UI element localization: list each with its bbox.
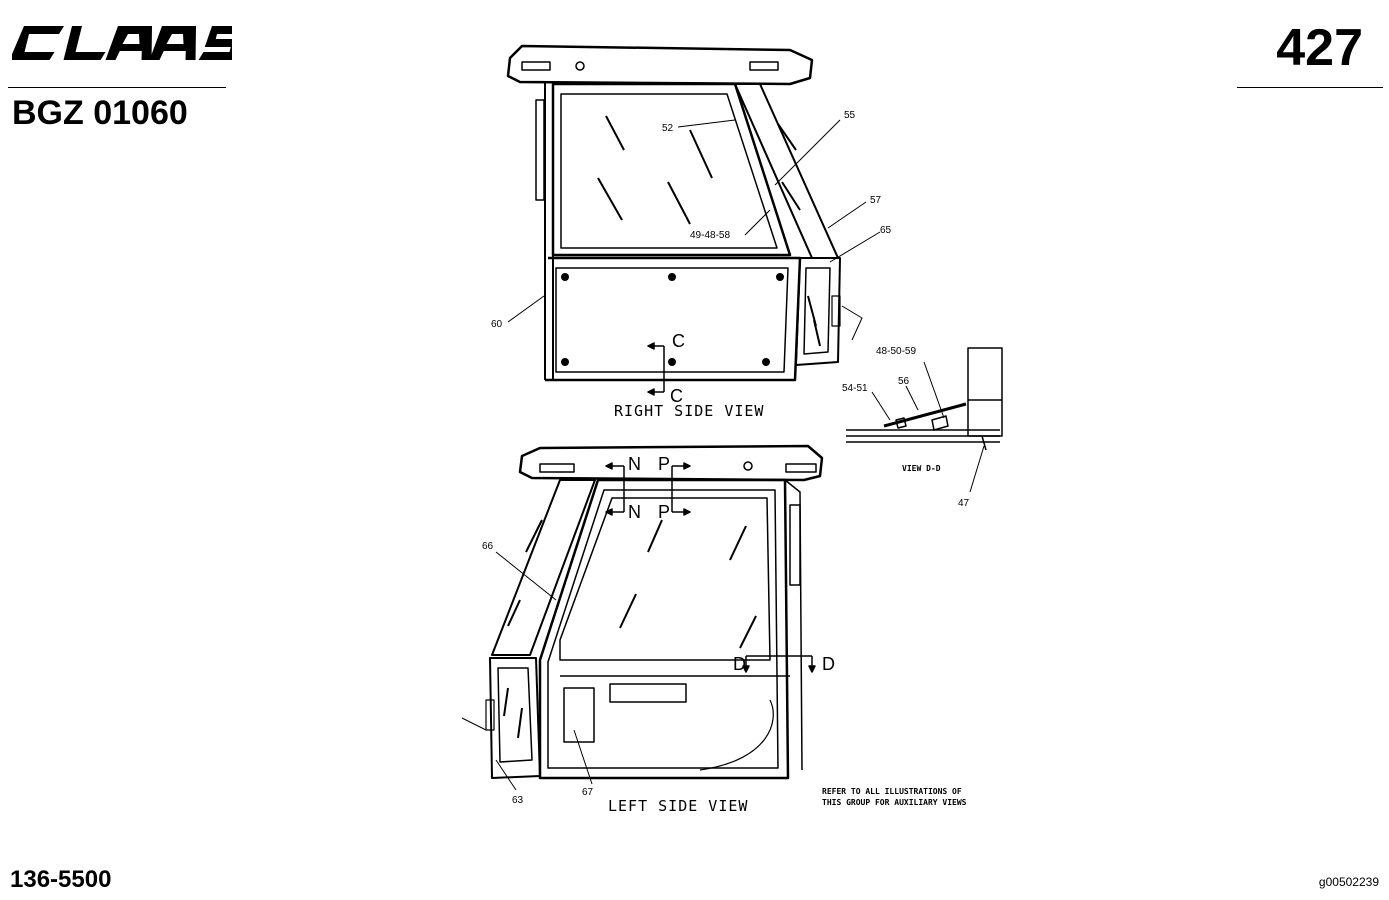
page-number: 427 [1276, 19, 1363, 77]
view-dd-caption: VIEW D-D [902, 464, 941, 473]
callout-54-51: 54-51 [842, 383, 868, 394]
section-mark-n-top: N [628, 454, 641, 474]
section-np-marks [605, 462, 691, 516]
callout-63: 63 [512, 795, 524, 806]
callout-47: 47 [958, 498, 970, 509]
right-side-view-caption: RIGHT SIDE VIEW [614, 402, 764, 420]
callout-66: 66 [482, 541, 494, 552]
header-rule-right [1237, 87, 1383, 88]
document-code: BGZ 01060 [12, 94, 188, 132]
callout-55: 55 [844, 110, 856, 121]
callout-48-50-59: 48-50-59 [876, 346, 916, 357]
callout-56: 56 [898, 376, 910, 387]
section-mark-n-bottom: N [628, 502, 641, 522]
view-dd-drawing [846, 347, 1003, 493]
callout-67: 67 [582, 787, 594, 798]
section-mark-c-top: C [672, 331, 685, 351]
section-mark-d-left: D [733, 654, 746, 674]
section-mark-p-bottom: P [658, 502, 670, 522]
section-c-marks [647, 342, 665, 396]
header-rule-left [8, 87, 226, 88]
note-line-2: THIS GROUP FOR AUXILIARY VIEWS [822, 798, 967, 807]
right-side-view-drawing [506, 44, 841, 382]
section-d-marks [742, 655, 816, 673]
left-side-view-drawing [485, 444, 824, 780]
section-mark-d-right: D [822, 654, 835, 674]
image-id: g00502239 [1318, 875, 1379, 889]
section-mark-p-top: P [658, 454, 670, 474]
callout-52: 52 [662, 123, 674, 134]
right-view-leaders [507, 119, 881, 341]
note-line-1: REFER TO ALL ILLUSTRATIONS OF [822, 787, 962, 796]
section-mark-c-bottom: C [670, 386, 683, 406]
callout-65: 65 [880, 225, 892, 236]
callout-57: 57 [870, 195, 882, 206]
callout-49-48-58: 49-48-58 [690, 230, 730, 241]
left-side-view-caption: LEFT SIDE VIEW [608, 797, 748, 815]
callout-60: 60 [491, 319, 503, 330]
panel-bolts [561, 273, 784, 366]
part-number: 136-5500 [10, 866, 112, 893]
left-view-leaders [461, 551, 593, 791]
